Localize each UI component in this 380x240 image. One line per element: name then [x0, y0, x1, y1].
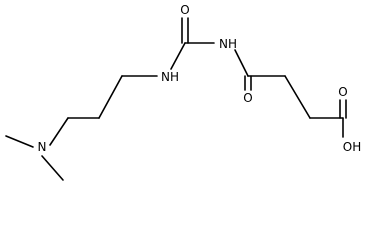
bond-methyl-lower — [41, 155, 64, 181]
bond-nh-urea-c — [170, 42, 186, 70]
bond-nh-amide-c — [234, 49, 249, 77]
chemical-structure-diagram: N NH O NH O O OH — [5, 3, 361, 181]
bond-n-c1 — [49, 117, 69, 146]
atom-label-amine-n: N — [38, 140, 47, 154]
atom-label-urea-o: O — [180, 3, 189, 17]
atom-label-imide-nh: NH — [219, 37, 237, 51]
bond-c2-c3 — [98, 75, 123, 119]
bond-methyl-upper — [5, 135, 34, 148]
atom-label-amide-o: O — [243, 91, 252, 105]
atom-label-acid-oh: OH — [343, 140, 361, 154]
bond-ch2-ch2 — [284, 75, 311, 119]
atom-label-acid-o: O — [338, 85, 347, 99]
atom-label-urea-nh-left: NH — [161, 70, 179, 84]
